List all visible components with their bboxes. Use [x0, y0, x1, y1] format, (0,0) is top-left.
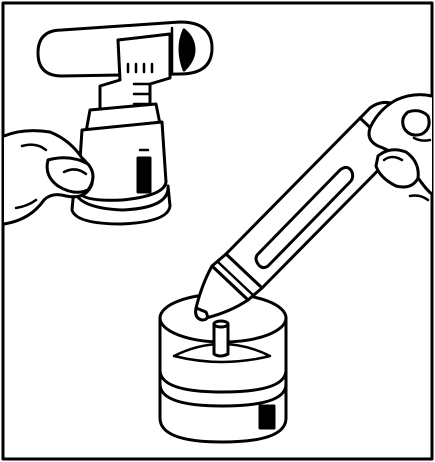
right-index-finger [403, 111, 429, 135]
vial-label [260, 406, 274, 428]
inhaler-window [138, 158, 150, 192]
vial [160, 294, 286, 442]
vial-pin [214, 324, 228, 356]
vial-pin-top [214, 321, 228, 327]
right-thumb [376, 150, 418, 187]
